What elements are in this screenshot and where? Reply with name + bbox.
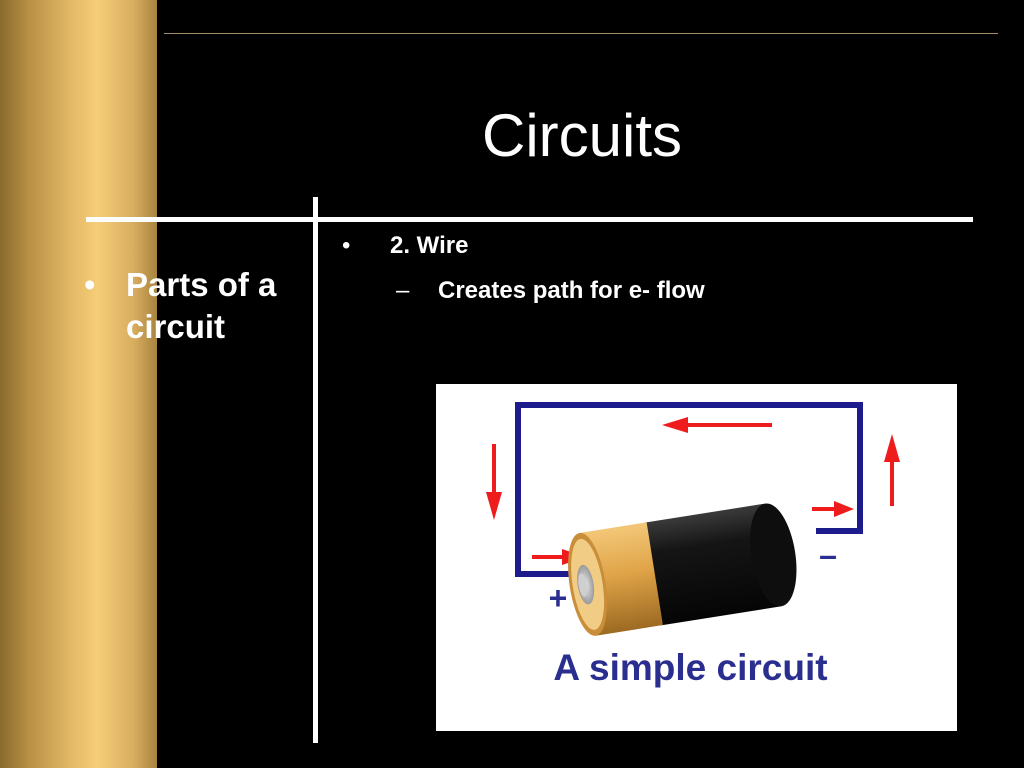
horizontal-divider [86, 217, 973, 222]
top-divider [164, 33, 998, 34]
arrow-top [662, 417, 772, 433]
arrow-bottom-right [812, 501, 854, 517]
slide-title: Circuits [481, 102, 682, 169]
minus-label: – [819, 537, 837, 573]
sub-bullet-dash: – [396, 277, 410, 304]
vertical-divider [313, 197, 318, 743]
arrow-right [884, 434, 900, 506]
circuit-diagram: + – [486, 402, 900, 636]
sub-bullet-text: Creates path for e- flow [438, 277, 705, 304]
right-bullet-text: 2. Wire [390, 232, 469, 259]
battery [568, 503, 797, 636]
plus-label: + [549, 580, 568, 616]
wire [515, 402, 863, 577]
figure-caption: A simple circuit [553, 647, 828, 688]
bullet-dot: • [84, 266, 96, 303]
gold-side-bar [0, 0, 157, 768]
bullet-dot: • [342, 232, 351, 259]
left-bullet-text: Parts of a circuit [126, 266, 277, 345]
arrow-left [486, 444, 502, 520]
simple-circuit-figure: + – A simple circuit [436, 384, 957, 731]
